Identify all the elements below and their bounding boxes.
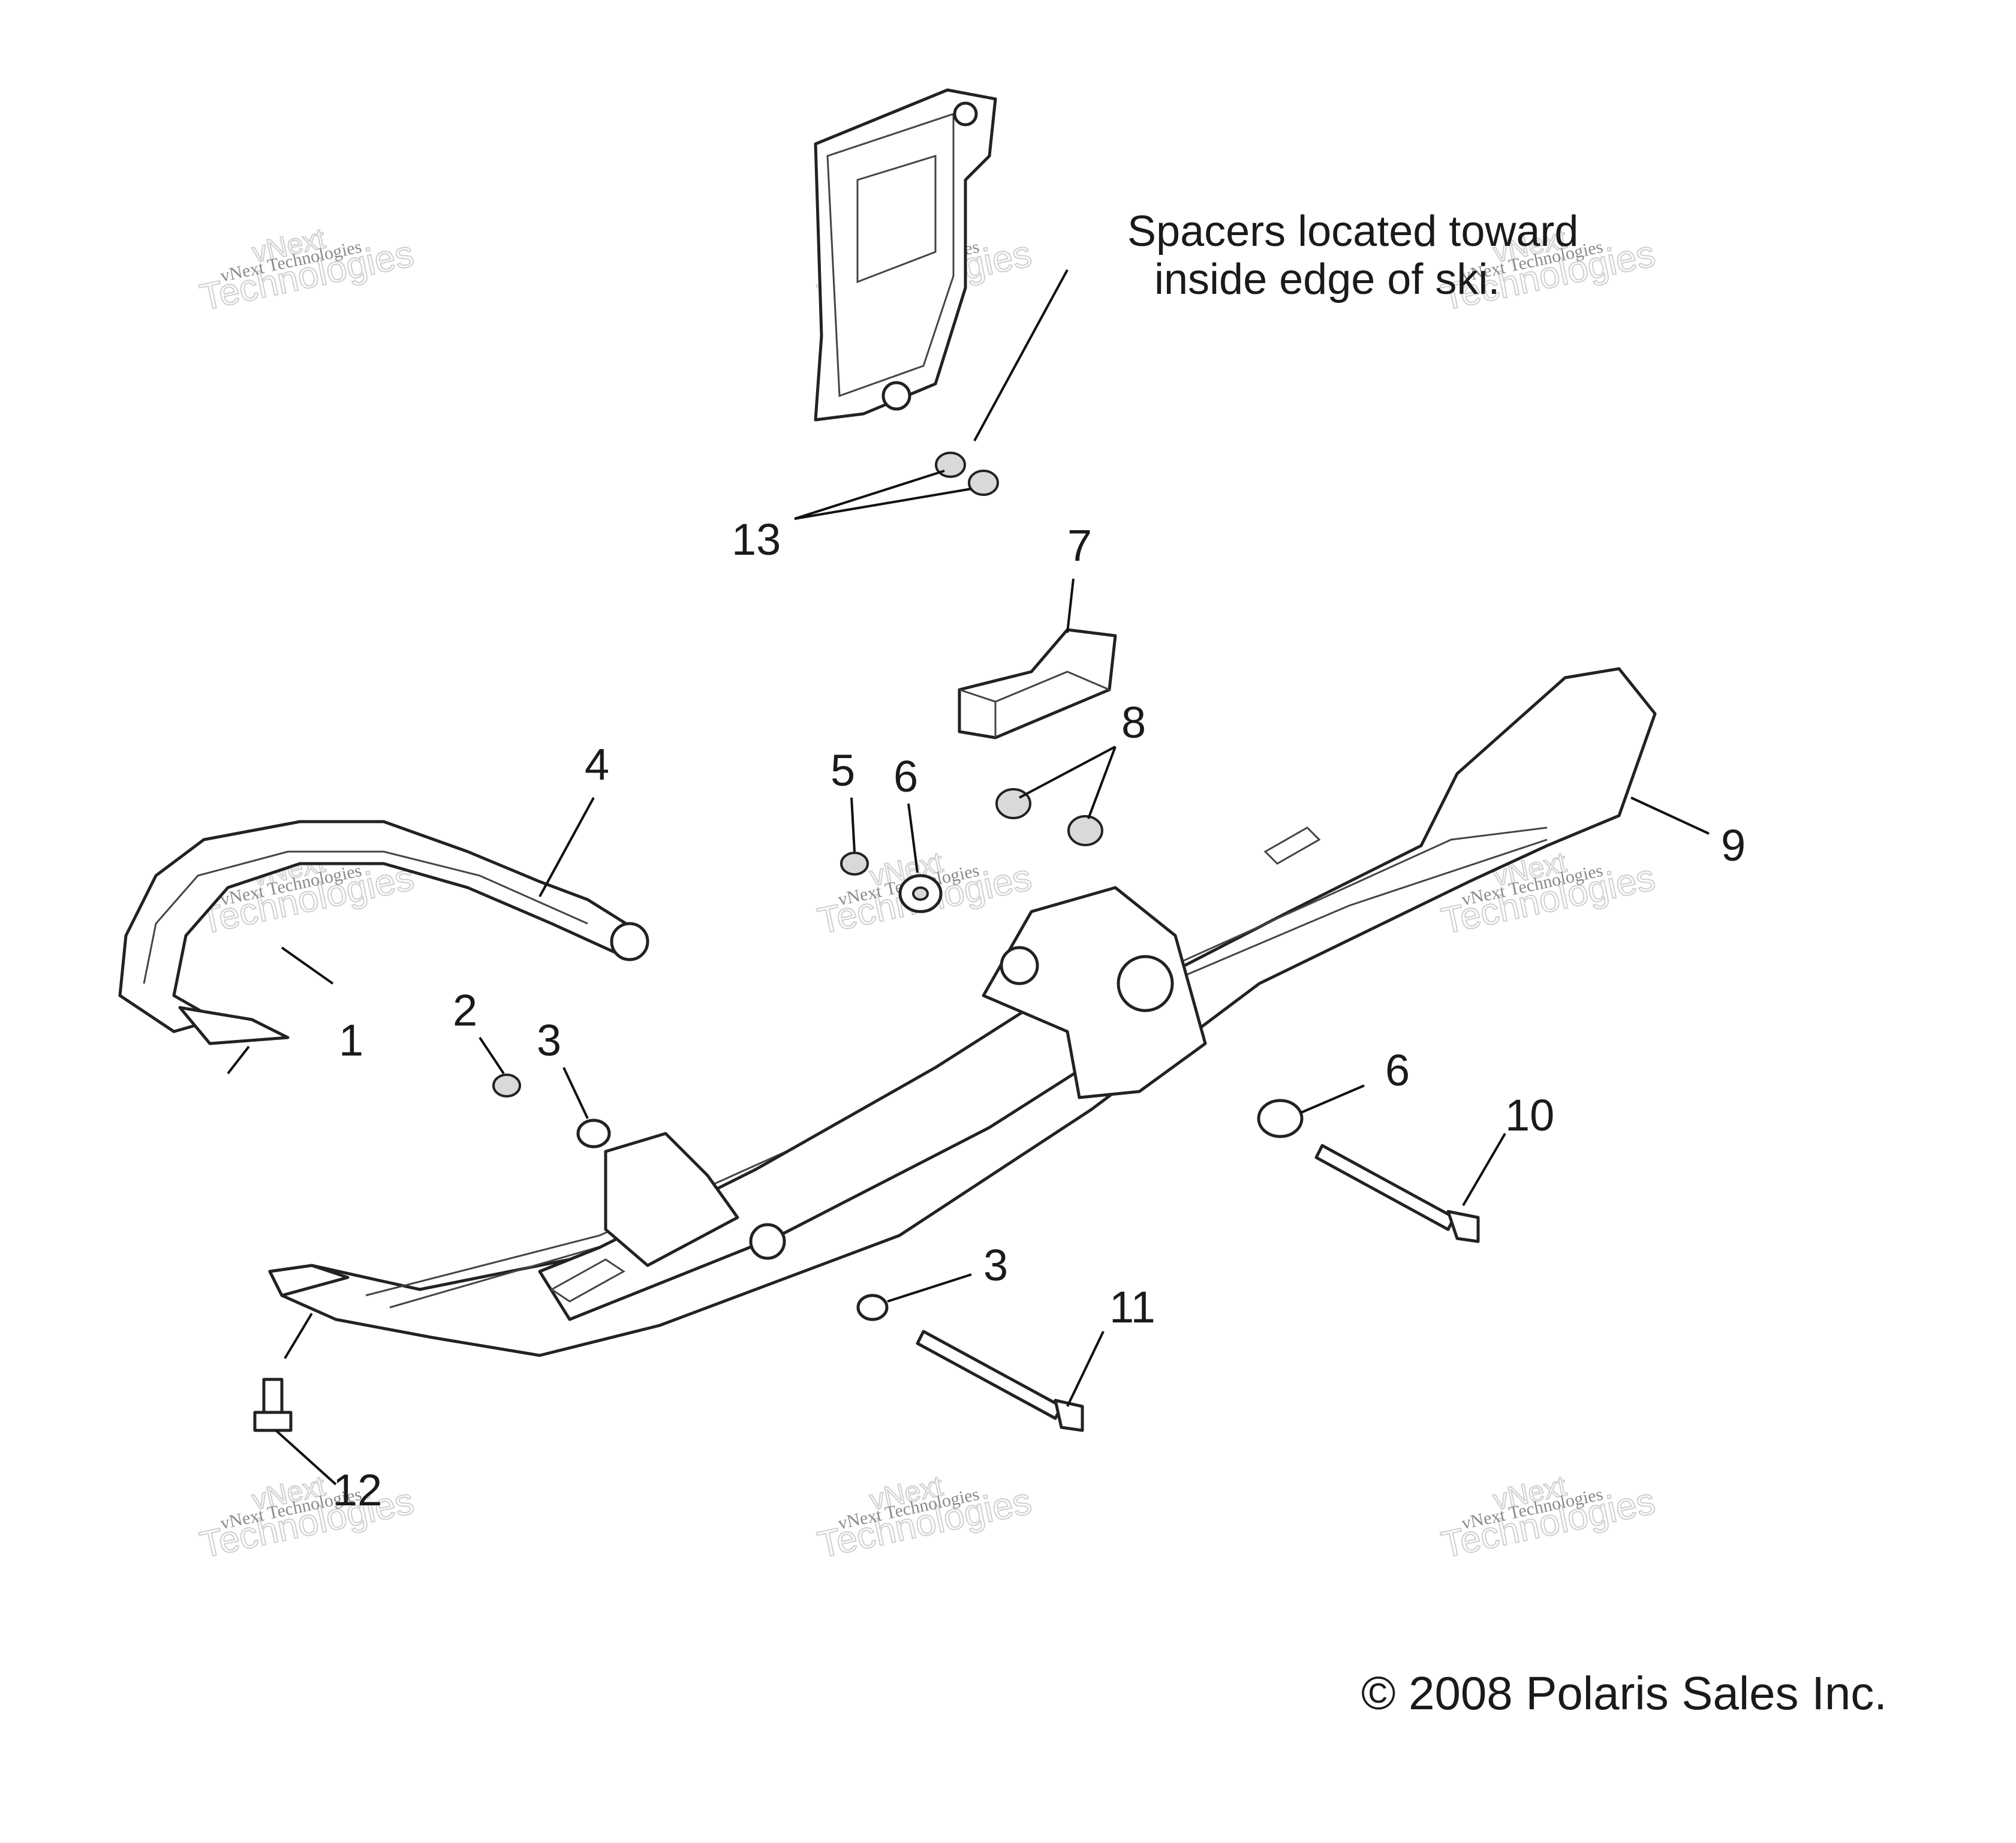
watermark: Technologies vNext vNext Technologies — [196, 222, 418, 319]
ski-body — [268, 667, 1657, 1357]
callout-12: 12 — [333, 1465, 382, 1515]
note-line-2: inside edge of ski. — [1154, 255, 1500, 303]
spacer-note: Spacers located toward inside edge of sk… — [1127, 208, 1578, 303]
callout-1: 1 — [339, 1015, 363, 1065]
bolt-10 — [1314, 1144, 1480, 1243]
callout-8: 8 — [1121, 697, 1146, 747]
callout-11: 11 — [1109, 1282, 1156, 1332]
ski-stopper — [958, 628, 1117, 739]
callout-2: 2 — [453, 985, 477, 1035]
callout-3: 3 — [983, 1240, 1008, 1290]
watermark: Technologies vNext vNext Technologies — [196, 1469, 418, 1567]
bolt-11 — [916, 1330, 1084, 1432]
callout-6: 6 — [893, 751, 918, 801]
spacers — [935, 452, 999, 496]
note-line-1: Spacers located toward — [1127, 208, 1578, 255]
callout-10: 10 — [1505, 1090, 1554, 1140]
callout-9: 9 — [1721, 820, 1746, 870]
copyright: © 2008 Polaris Sales Inc. — [1361, 1667, 1887, 1719]
nut-washer-top — [840, 852, 943, 913]
callout-6: 6 — [1385, 1045, 1410, 1095]
washer-right — [1257, 1099, 1304, 1138]
callouts: 1 2 3 3 4 5 6 6 7 8 9 10 11 12 13 — [333, 515, 1746, 1515]
callout-3: 3 — [537, 1015, 561, 1065]
ski-loop-handle — [118, 820, 649, 1045]
leader-lines — [227, 269, 1710, 1486]
callout-4: 4 — [585, 739, 609, 789]
callout-13: 13 — [732, 515, 781, 564]
callout-5: 5 — [831, 745, 855, 795]
bushings — [995, 788, 1103, 846]
spindle-bracket — [814, 88, 997, 422]
watermark: Technologies vNext vNext Technologies — [814, 1469, 1036, 1567]
watermark: Technologies vNext vNext Technologies — [1437, 1469, 1659, 1567]
washer-bottom — [856, 1294, 889, 1321]
bolt-12 — [253, 1378, 293, 1432]
callout-7: 7 — [1067, 521, 1092, 570]
nut-washer-left — [492, 1074, 611, 1149]
